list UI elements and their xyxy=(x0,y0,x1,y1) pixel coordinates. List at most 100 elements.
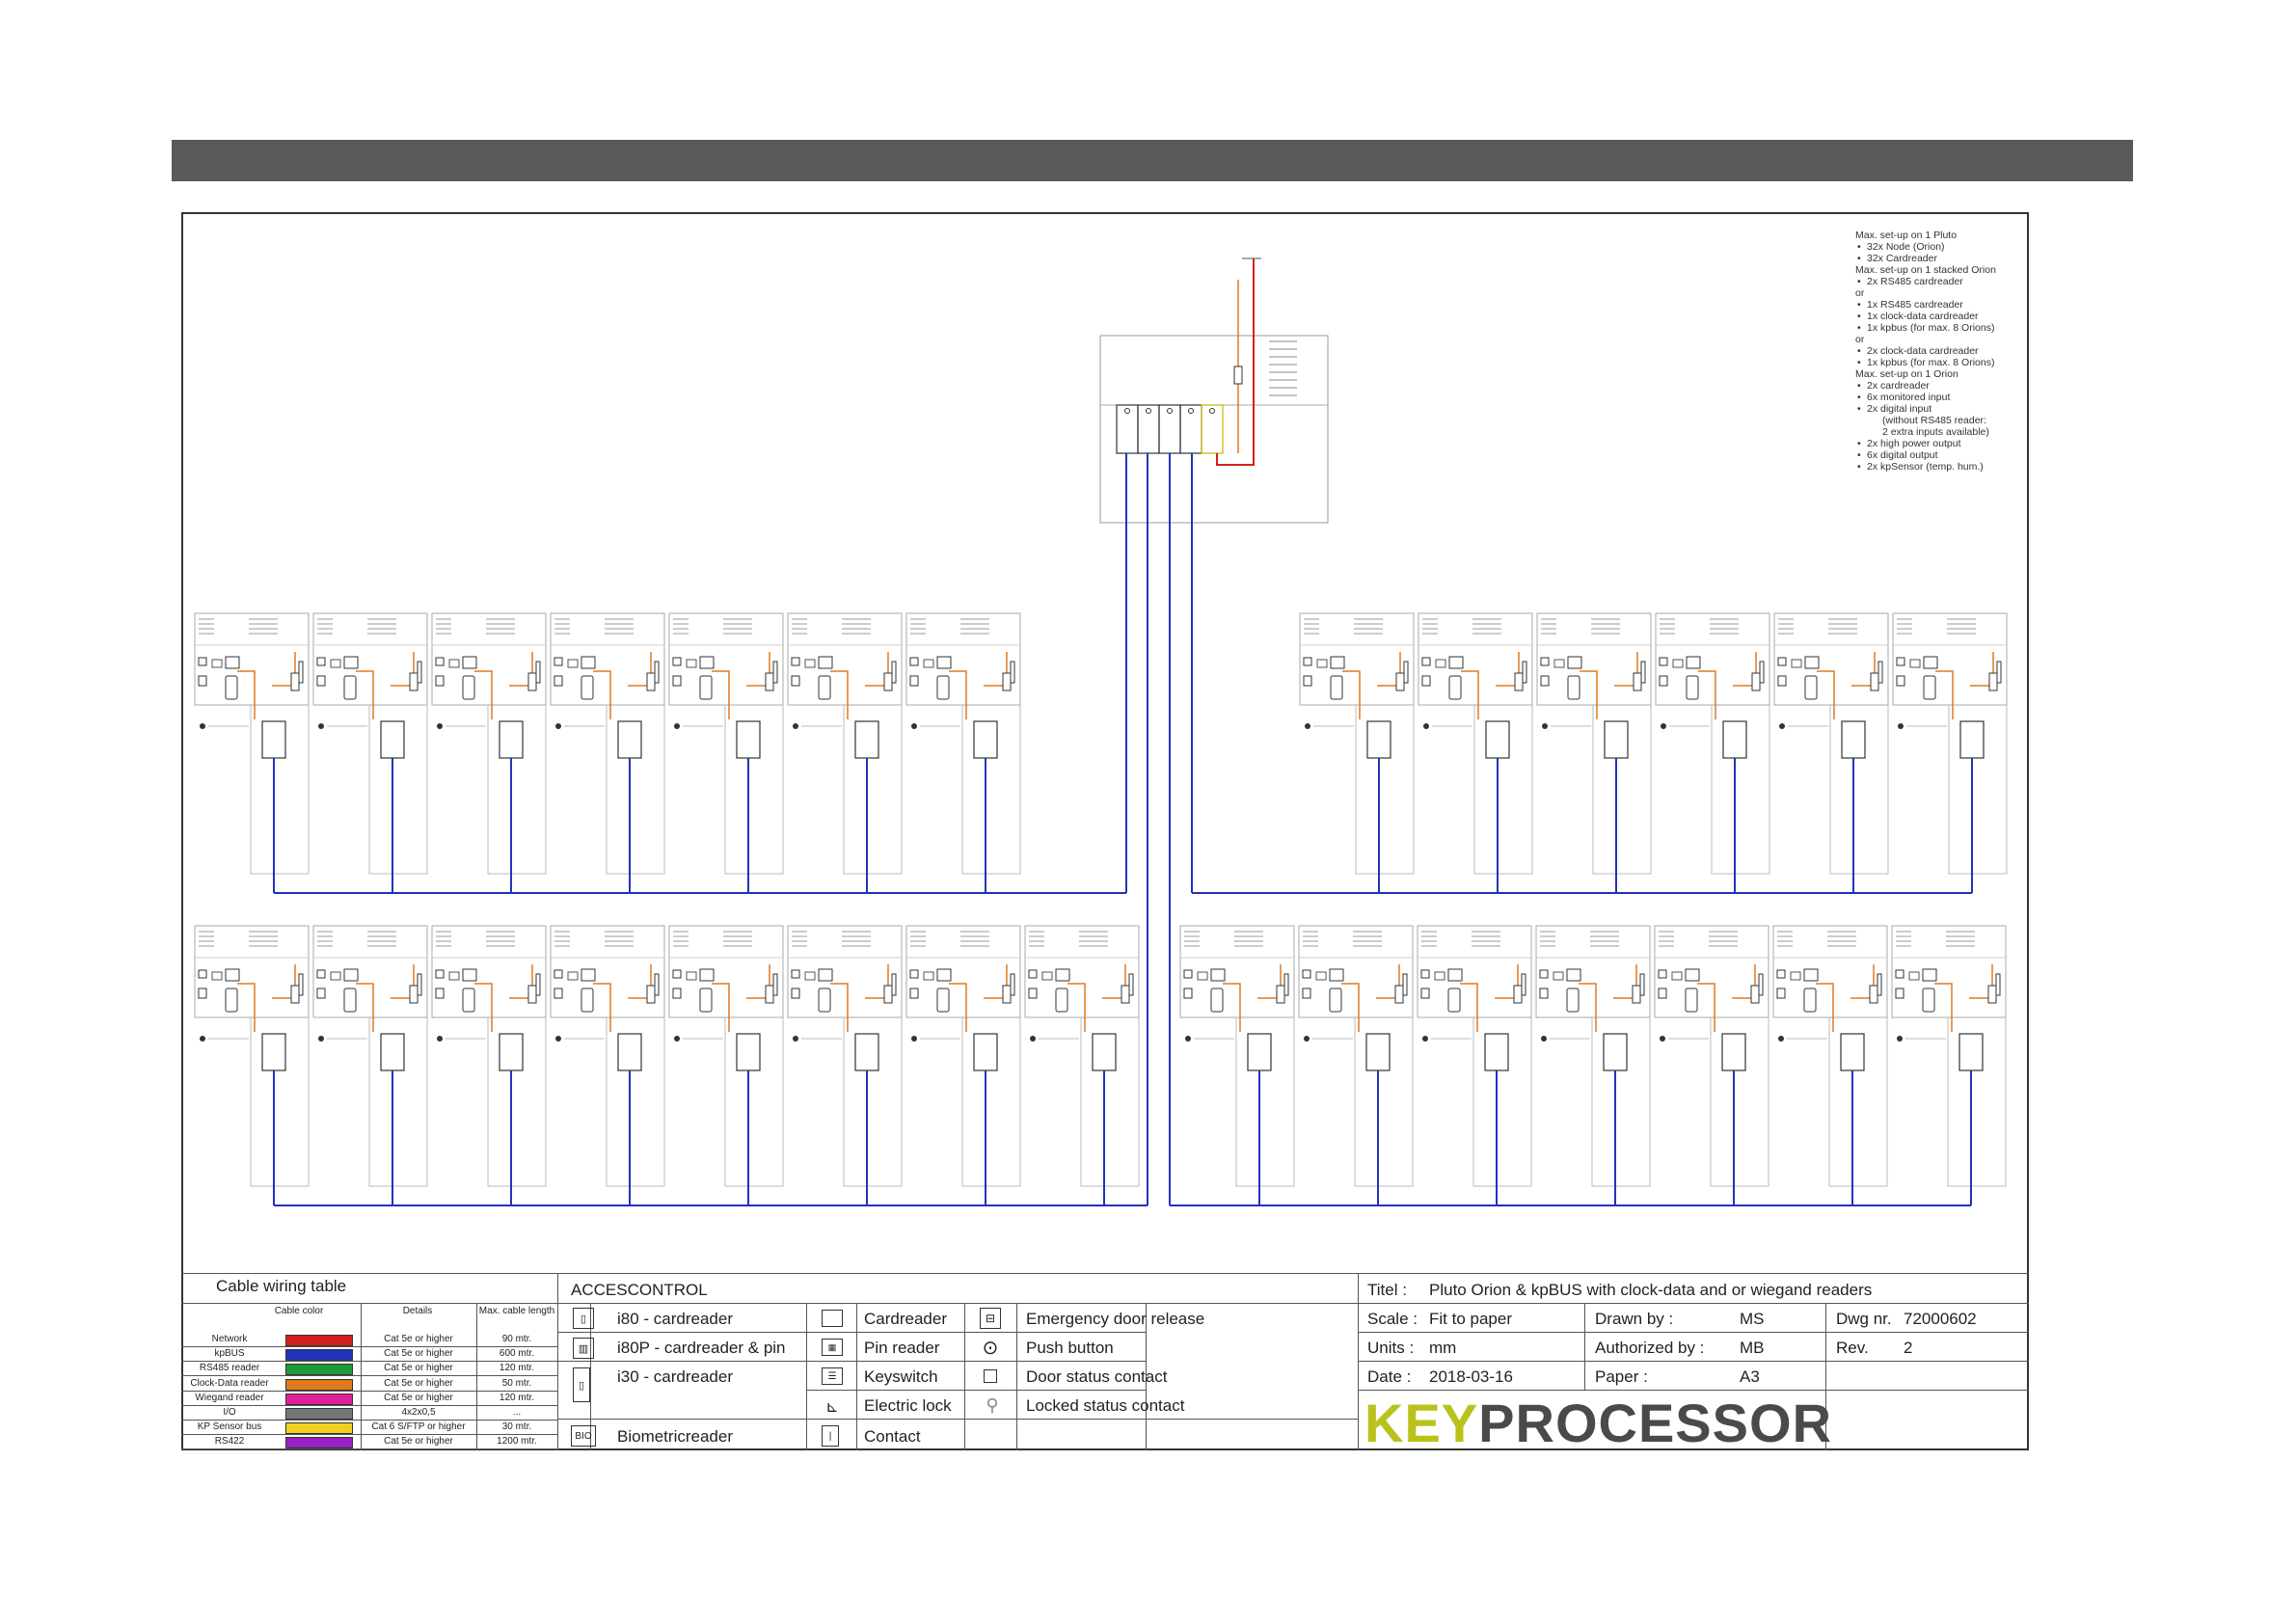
electric-lock-icon: ⊾ xyxy=(825,1399,839,1416)
contact-icon xyxy=(1896,675,1905,687)
push-button-icon: ⊙ xyxy=(982,1337,999,1359)
reader-wire xyxy=(474,983,493,1032)
node-frame xyxy=(1355,705,1415,875)
reader-wire xyxy=(1935,670,1954,719)
orion-module xyxy=(1958,1033,1984,1071)
node-frame xyxy=(961,1017,1021,1187)
relay-icon xyxy=(1522,661,1527,684)
orion-module xyxy=(736,1033,761,1071)
emergency-release-icon: ⊟ xyxy=(980,1308,1001,1329)
cardreader-icon xyxy=(1567,656,1582,669)
push-button-icon xyxy=(200,723,205,729)
node-frame xyxy=(368,705,428,875)
relay-icon xyxy=(298,973,304,996)
lock-icon xyxy=(1908,971,1920,981)
i30-icon xyxy=(936,988,950,1013)
node-frame xyxy=(606,705,665,875)
i30-icon xyxy=(462,988,475,1013)
orion-module xyxy=(1365,1033,1391,1071)
lg-line xyxy=(557,1303,1358,1304)
orion-node xyxy=(1299,612,1415,893)
node-frame xyxy=(1710,1017,1769,1187)
pinreader-icon: ▦ xyxy=(822,1339,843,1356)
note-line: 1x clock-data cardreader xyxy=(1855,311,2029,322)
cardreader-icon xyxy=(936,968,952,982)
cable-length: ... xyxy=(512,1407,522,1418)
lock-icon xyxy=(567,971,579,981)
push-button-icon xyxy=(1304,1036,1310,1042)
orion-module xyxy=(261,1033,286,1071)
cardreader-icon xyxy=(1447,968,1463,982)
push-button-icon xyxy=(1030,1036,1036,1042)
cardreader-icon xyxy=(1686,656,1701,669)
reader-wire xyxy=(1698,670,1716,719)
node-frame xyxy=(961,705,1021,875)
door-status-icon xyxy=(1659,657,1668,666)
node-box xyxy=(1892,612,2008,706)
door-status-icon xyxy=(316,969,326,979)
psu-icon xyxy=(883,672,893,691)
door-status-icon xyxy=(909,657,919,666)
reader-wire xyxy=(1342,670,1361,719)
in-h1 xyxy=(1358,1332,2029,1333)
cable-length: 1200 mtr. xyxy=(497,1436,537,1448)
node-box xyxy=(1891,925,2007,1018)
cable-details: Cat 5e or higher xyxy=(384,1436,453,1448)
psu-icon xyxy=(1987,985,1997,1004)
node-frame xyxy=(1828,1017,1888,1187)
reader-wire xyxy=(1817,670,1835,719)
lock-icon xyxy=(1671,971,1683,981)
orion-module xyxy=(1603,1033,1628,1071)
door-status-icon xyxy=(554,657,563,666)
push-button-icon xyxy=(1661,723,1666,729)
node-box xyxy=(905,612,1021,706)
relay-icon xyxy=(1759,661,1765,684)
orion-node xyxy=(194,925,310,1205)
orion-node xyxy=(1418,612,1533,893)
cardreader-icon xyxy=(462,656,477,669)
orion-module xyxy=(617,720,642,759)
legend-cardreader: Cardreader xyxy=(864,1310,947,1328)
cardreader-icon xyxy=(1330,656,1345,669)
lock-icon xyxy=(1041,971,1053,981)
node-box xyxy=(668,612,784,706)
orion-module xyxy=(499,1033,524,1071)
node-frame xyxy=(1473,705,1533,875)
relay-icon xyxy=(772,973,778,996)
reader-wire xyxy=(1580,670,1598,719)
orion-node xyxy=(550,612,665,893)
cardreader-icon xyxy=(1803,968,1819,982)
cardreader-icon xyxy=(936,656,952,669)
relay-icon xyxy=(1639,973,1645,996)
legend-pinreader: Pin reader xyxy=(864,1339,940,1357)
cardreader-icon xyxy=(581,968,596,982)
note-line: Max. set-up on 1 Pluto xyxy=(1855,230,1958,241)
module-port xyxy=(1188,408,1194,414)
ct-header-details: Details xyxy=(402,1306,433,1316)
contact-icon xyxy=(672,675,682,687)
reader-wire xyxy=(593,983,611,1032)
cable-details: Cat 5e or higher xyxy=(384,1348,453,1360)
keyprocessor-logo: KEYPROCESSOR xyxy=(1364,1396,1832,1450)
node-box xyxy=(312,925,428,1018)
module-port xyxy=(1209,408,1215,414)
legend-contact: Contact xyxy=(864,1427,921,1446)
reader-wire xyxy=(712,983,730,1032)
node-box xyxy=(194,612,310,706)
cardreader-icon xyxy=(818,656,833,669)
orion-module xyxy=(1721,1033,1746,1071)
ct-v2 xyxy=(476,1303,477,1450)
cable-name: kpBUS xyxy=(214,1348,245,1360)
node-frame xyxy=(250,1017,310,1187)
door-status-icon xyxy=(1658,969,1667,979)
orion-module xyxy=(617,1033,642,1071)
lock-icon xyxy=(1553,971,1564,981)
orion-node xyxy=(668,925,784,1205)
orion-node xyxy=(194,612,310,893)
i30-icon xyxy=(343,675,357,700)
i30-icon xyxy=(1448,675,1462,700)
lock-icon xyxy=(1791,659,1802,668)
cable-name: Clock-Data reader xyxy=(190,1377,269,1389)
header-bar xyxy=(172,140,2133,181)
orion-node xyxy=(1892,612,2008,893)
